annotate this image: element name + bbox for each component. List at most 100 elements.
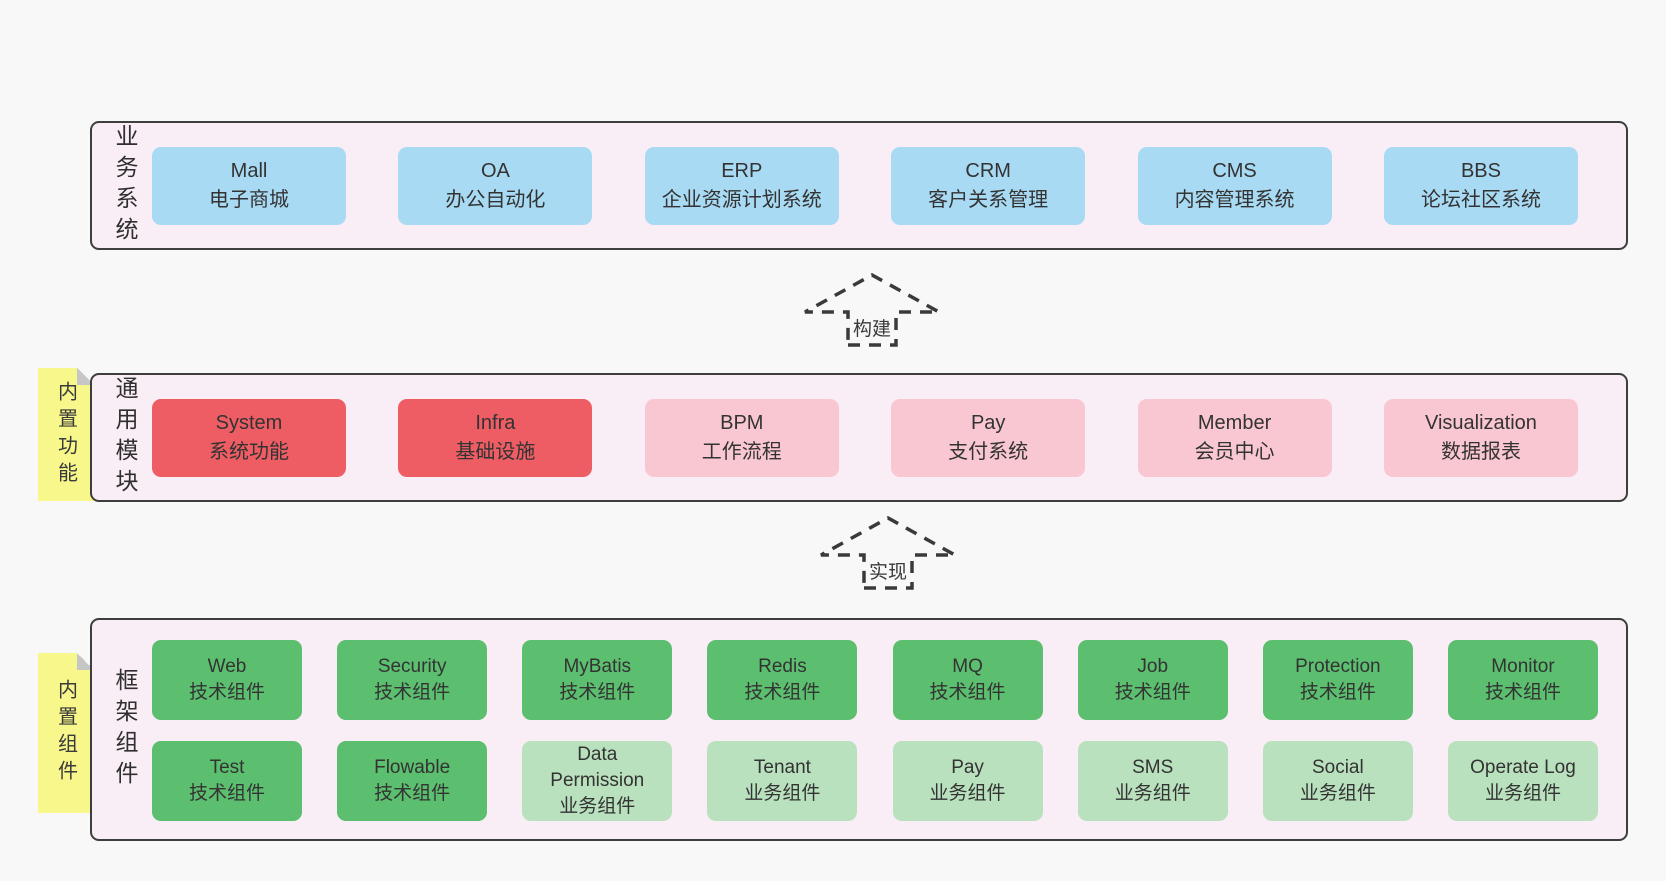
box-desc: 技术组件: [1484, 682, 1561, 703]
box-desc: 技术组件: [374, 783, 451, 804]
business-box-row: Mall 电子商城 OA 办公自动化 ERP 企业资源计划系统 CRM 客户关系…: [152, 146, 1578, 225]
box-erp: ERP 企业资源计划系统: [644, 146, 839, 225]
box-desc: 会员中心: [1194, 440, 1275, 463]
box-bpm: BPM 工作流程: [644, 398, 839, 477]
framework-row-1: Web 技术组件 Security 技术组件 MyBatis 技术组件 Redi…: [152, 640, 1598, 720]
box-name: Security: [377, 656, 447, 677]
box-name: BPM: [720, 411, 764, 434]
box-desc: 企业资源计划系统: [661, 188, 822, 211]
box-desc: 技术组件: [559, 682, 636, 703]
box-name: Visualization: [1424, 411, 1537, 434]
box-mybatis: MyBatis 技术组件: [522, 640, 673, 720]
box-name: Mall: [230, 159, 268, 182]
box-desc: 技术组件: [374, 682, 451, 703]
business-systems-band: 业务系统 Mall 电子商城 OA 办公自动化 ERP 企业资源计划系统 CRM…: [90, 121, 1628, 250]
modules-box-row: System 系统功能 Infra 基础设施 BPM 工作流程 Pay 支付系统…: [152, 398, 1578, 477]
up-arrow-icon: [804, 273, 940, 347]
box-name: OA: [480, 159, 510, 182]
box-name: Tenant: [753, 757, 811, 778]
box-desc: 基础设施: [455, 440, 536, 463]
box-name: Member: [1197, 411, 1272, 434]
box-data-permission: Data Permission 业务组件: [522, 741, 673, 821]
box-name: Monitor: [1491, 656, 1555, 677]
box-desc: 系统功能: [209, 440, 289, 463]
folded-corner-icon: [77, 368, 94, 385]
box-name: Pay: [951, 757, 984, 778]
box-mall: Mall 电子商城: [152, 146, 346, 225]
box-name: Pay: [970, 411, 1006, 434]
box-cms: CMS 内容管理系统: [1137, 146, 1332, 225]
box-name: Operate Log: [1470, 757, 1576, 778]
box-social: Social 业务组件: [1262, 741, 1413, 821]
box-desc: 支付系统: [948, 440, 1029, 463]
box-crm: CRM 客户关系管理: [891, 146, 1086, 225]
box-name: Social: [1311, 757, 1364, 778]
framework-row-2: Test 技术组件 Flowable 技术组件 Data Permission …: [152, 741, 1598, 821]
box-desc: 数据报表: [1440, 440, 1521, 463]
sticky-note-built-in-functions: 内置功能: [38, 368, 94, 501]
box-name: ERP: [721, 159, 763, 182]
framework-components-band: 框架组件 Web 技术组件 Security 技术组件 MyBatis 技术组件…: [90, 618, 1628, 841]
box-name: CMS: [1212, 159, 1257, 182]
box-desc: 业务组件: [929, 783, 1006, 804]
box-desc: 工作流程: [701, 440, 782, 463]
box-name: SMS: [1132, 757, 1174, 778]
sticky-label: 内置功能: [54, 380, 77, 489]
box-name: System: [215, 411, 283, 434]
box-desc: 业务组件: [1484, 783, 1561, 804]
arrow-label-implement: 实现: [865, 557, 911, 584]
box-redis: Redis 技术组件: [707, 640, 858, 720]
folded-corner-icon: [77, 653, 94, 670]
sticky-note-built-in-components: 内置组件: [38, 653, 94, 813]
box-desc: 技术组件: [744, 682, 821, 703]
box-name: CRM: [965, 159, 1011, 182]
implement-arrow: 实现: [818, 515, 958, 591]
box-desc: 业务组件: [559, 796, 636, 817]
box-infra: Infra 基础设施: [398, 398, 593, 477]
box-name: Flowable: [374, 757, 451, 778]
box-test: Test 技术组件: [152, 741, 302, 821]
box-mq: MQ 技术组件: [892, 640, 1043, 720]
box-web: Web 技术组件: [152, 640, 302, 720]
box-desc: 技术组件: [1114, 682, 1191, 703]
up-arrow-icon: [820, 516, 956, 590]
box-name: Infra: [475, 411, 516, 434]
box-name: BBS: [1460, 159, 1501, 182]
arrow-label-build: 构建: [849, 314, 895, 341]
box-desc: 业务组件: [1114, 783, 1191, 804]
box-flowable: Flowable 技术组件: [337, 741, 488, 821]
box-desc: 技术组件: [929, 682, 1006, 703]
box-pay-component: Pay 业务组件: [892, 741, 1043, 821]
box-name: Redis: [758, 656, 807, 677]
common-modules-band: 通用模块 System 系统功能 Infra 基础设施 BPM 工作流程 Pay…: [90, 373, 1628, 502]
box-monitor: Monitor 技术组件: [1447, 640, 1598, 720]
box-desc: 业务组件: [744, 783, 821, 804]
box-desc: 内容管理系统: [1174, 188, 1295, 211]
box-operate-log: Operate Log 业务组件: [1447, 741, 1598, 821]
band-label-framework: 框架组件: [112, 667, 138, 792]
box-visualization: Visualization 数据报表: [1383, 398, 1578, 477]
box-name: Job: [1137, 656, 1169, 677]
box-desc: 论坛社区系统: [1420, 188, 1541, 211]
box-protection: Protection 技术组件: [1262, 640, 1413, 720]
box-desc: 业务组件: [1299, 783, 1376, 804]
box-oa: OA 办公自动化: [398, 146, 593, 225]
box-tenant: Tenant 业务组件: [707, 741, 858, 821]
box-name: Test: [209, 757, 245, 778]
box-desc: 技术组件: [1299, 682, 1376, 703]
box-desc: 客户关系管理: [928, 188, 1049, 211]
build-arrow: 构建: [802, 272, 942, 348]
box-sms: SMS 业务组件: [1077, 741, 1228, 821]
box-desc: 办公自动化: [445, 188, 546, 211]
box-desc: 技术组件: [188, 783, 265, 804]
box-pay-system: Pay 支付系统: [891, 398, 1086, 477]
box-member: Member 会员中心: [1137, 398, 1332, 477]
box-system: System 系统功能: [152, 398, 346, 477]
sticky-label: 内置组件: [54, 679, 77, 787]
box-name: Protection: [1295, 656, 1381, 677]
box-desc: 电子商城: [209, 188, 289, 211]
box-bbs: BBS 论坛社区系统: [1383, 146, 1578, 225]
box-name: Data Permission: [550, 744, 645, 791]
box-desc: 技术组件: [188, 682, 265, 703]
band-label-modules: 通用模块: [112, 375, 138, 500]
